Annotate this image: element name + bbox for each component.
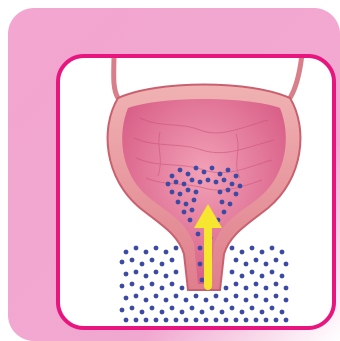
bladder-illustration xyxy=(60,58,332,326)
right-ureter xyxy=(290,58,302,98)
left-ureter xyxy=(114,58,118,98)
image-frame xyxy=(56,54,336,330)
